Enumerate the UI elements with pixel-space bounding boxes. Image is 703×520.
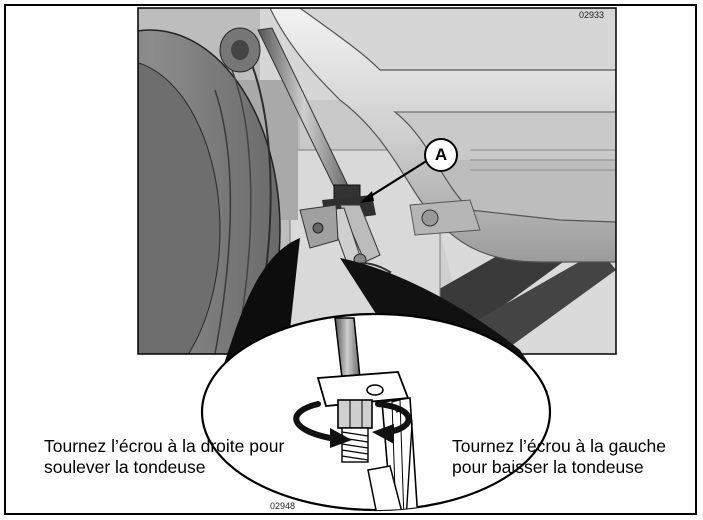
callout-a: A	[424, 138, 458, 172]
figure-code-top: 02933	[579, 10, 605, 20]
caption-tighten-right: Tournez l’écrou à la droite pour souleve…	[44, 436, 285, 477]
figure-code-bottom: 02948	[270, 501, 296, 511]
caption-loosen-left: Tournez l’écrou à la gauche pour baisser…	[452, 436, 667, 477]
zoom-detail	[316, 317, 419, 510]
